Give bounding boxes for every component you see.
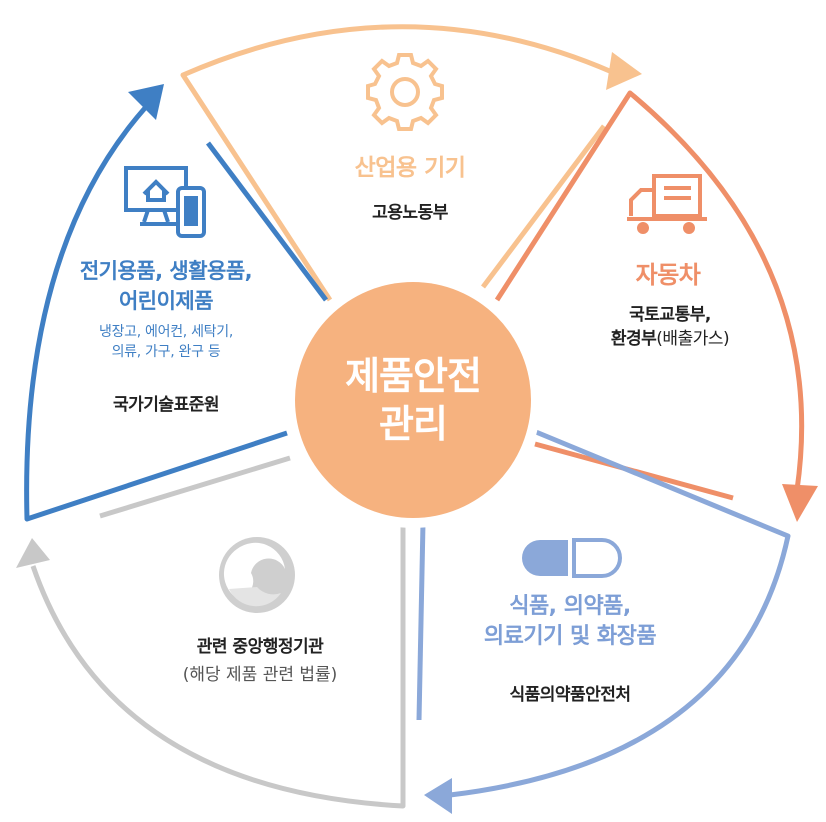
automobile-agency-label: 국토교통부, 환경부(배출가스) — [610, 303, 730, 351]
capsule-icon — [522, 538, 622, 578]
segment-electrical-outline — [24, 106, 288, 522]
electrical-examples-label: 냉장고, 에어컨, 세탁기, 의류, 가구, 완구 등 — [99, 322, 233, 362]
automobile-category-label: 자동차 — [635, 261, 701, 289]
electrical-examples-line1: 냉장고, 에어컨, 세탁기, — [99, 324, 233, 340]
segment-industrial — [180, 24, 642, 302]
electrical-examples-line2: 의류, 가구, 완구 등 — [111, 344, 221, 360]
segment-electrical-divider — [206, 141, 328, 302]
taegeuk-emblem-icon — [219, 537, 295, 613]
segment-industrial-outline — [180, 24, 613, 302]
automobile-agency-line1: 국토교통부, — [629, 305, 711, 325]
food-drug-agency-label: 식품의약품안전처 — [509, 685, 631, 705]
center-circle — [295, 282, 531, 518]
segment-electrical-arrowhead — [128, 84, 164, 120]
electrical-category-line2: 어린이제품 — [118, 289, 214, 313]
home-devices-icon — [124, 166, 206, 238]
segment-food-drug-divider — [416, 522, 426, 721]
segment-food-drug — [416, 429, 791, 814]
automobile-agency-note: (배출가스) — [656, 329, 730, 349]
center-title-line2: 관리 — [379, 402, 448, 446]
automobile-agency-name: 환경부 — [610, 329, 657, 349]
segment-general-divider — [99, 455, 291, 519]
segment-general-outline — [30, 517, 406, 809]
electrical-category-line1: 전기용품, 생활용품, — [79, 259, 253, 283]
segment-general — [16, 455, 406, 809]
automobile-agency-line2: 환경부(배출가스) — [610, 327, 730, 351]
segment-general-arrowhead — [16, 538, 50, 568]
segment-industrial-divider — [481, 124, 606, 289]
segment-electrical — [24, 84, 328, 522]
segment-food-drug-outline — [449, 429, 791, 798]
electrical-agency-label: 국가기술표준원 — [113, 395, 219, 415]
food-drug-category-line1: 식품, 의약품, — [509, 594, 631, 619]
gear-icon — [366, 53, 444, 131]
segment-food-drug-arrowhead — [424, 778, 452, 814]
truck-icon — [627, 174, 707, 234]
general-agency-label: 관련 중앙행정기관 — [196, 637, 324, 657]
industrial-category-label: 산업용 기기 — [354, 155, 466, 181]
food-drug-category-label: 식품, 의약품, 의료기기 및 화장품 — [483, 592, 657, 652]
segment-automobile-arrowhead — [782, 484, 818, 522]
industrial-agency-label: 고용노동부 — [372, 203, 448, 223]
center-title-line1: 제품안전 — [345, 354, 482, 398]
electrical-category-label: 전기용품, 생활용품, 어린이제품 — [79, 256, 253, 316]
center-title: 제품안전 관리 — [345, 352, 482, 448]
food-drug-category-line2: 의료기기 및 화장품 — [483, 624, 657, 649]
segment-industrial-arrowhead — [606, 52, 642, 90]
segment-automobile-outline — [494, 90, 805, 491]
general-note-label: (해당 제품 관련 법률) — [182, 665, 338, 685]
